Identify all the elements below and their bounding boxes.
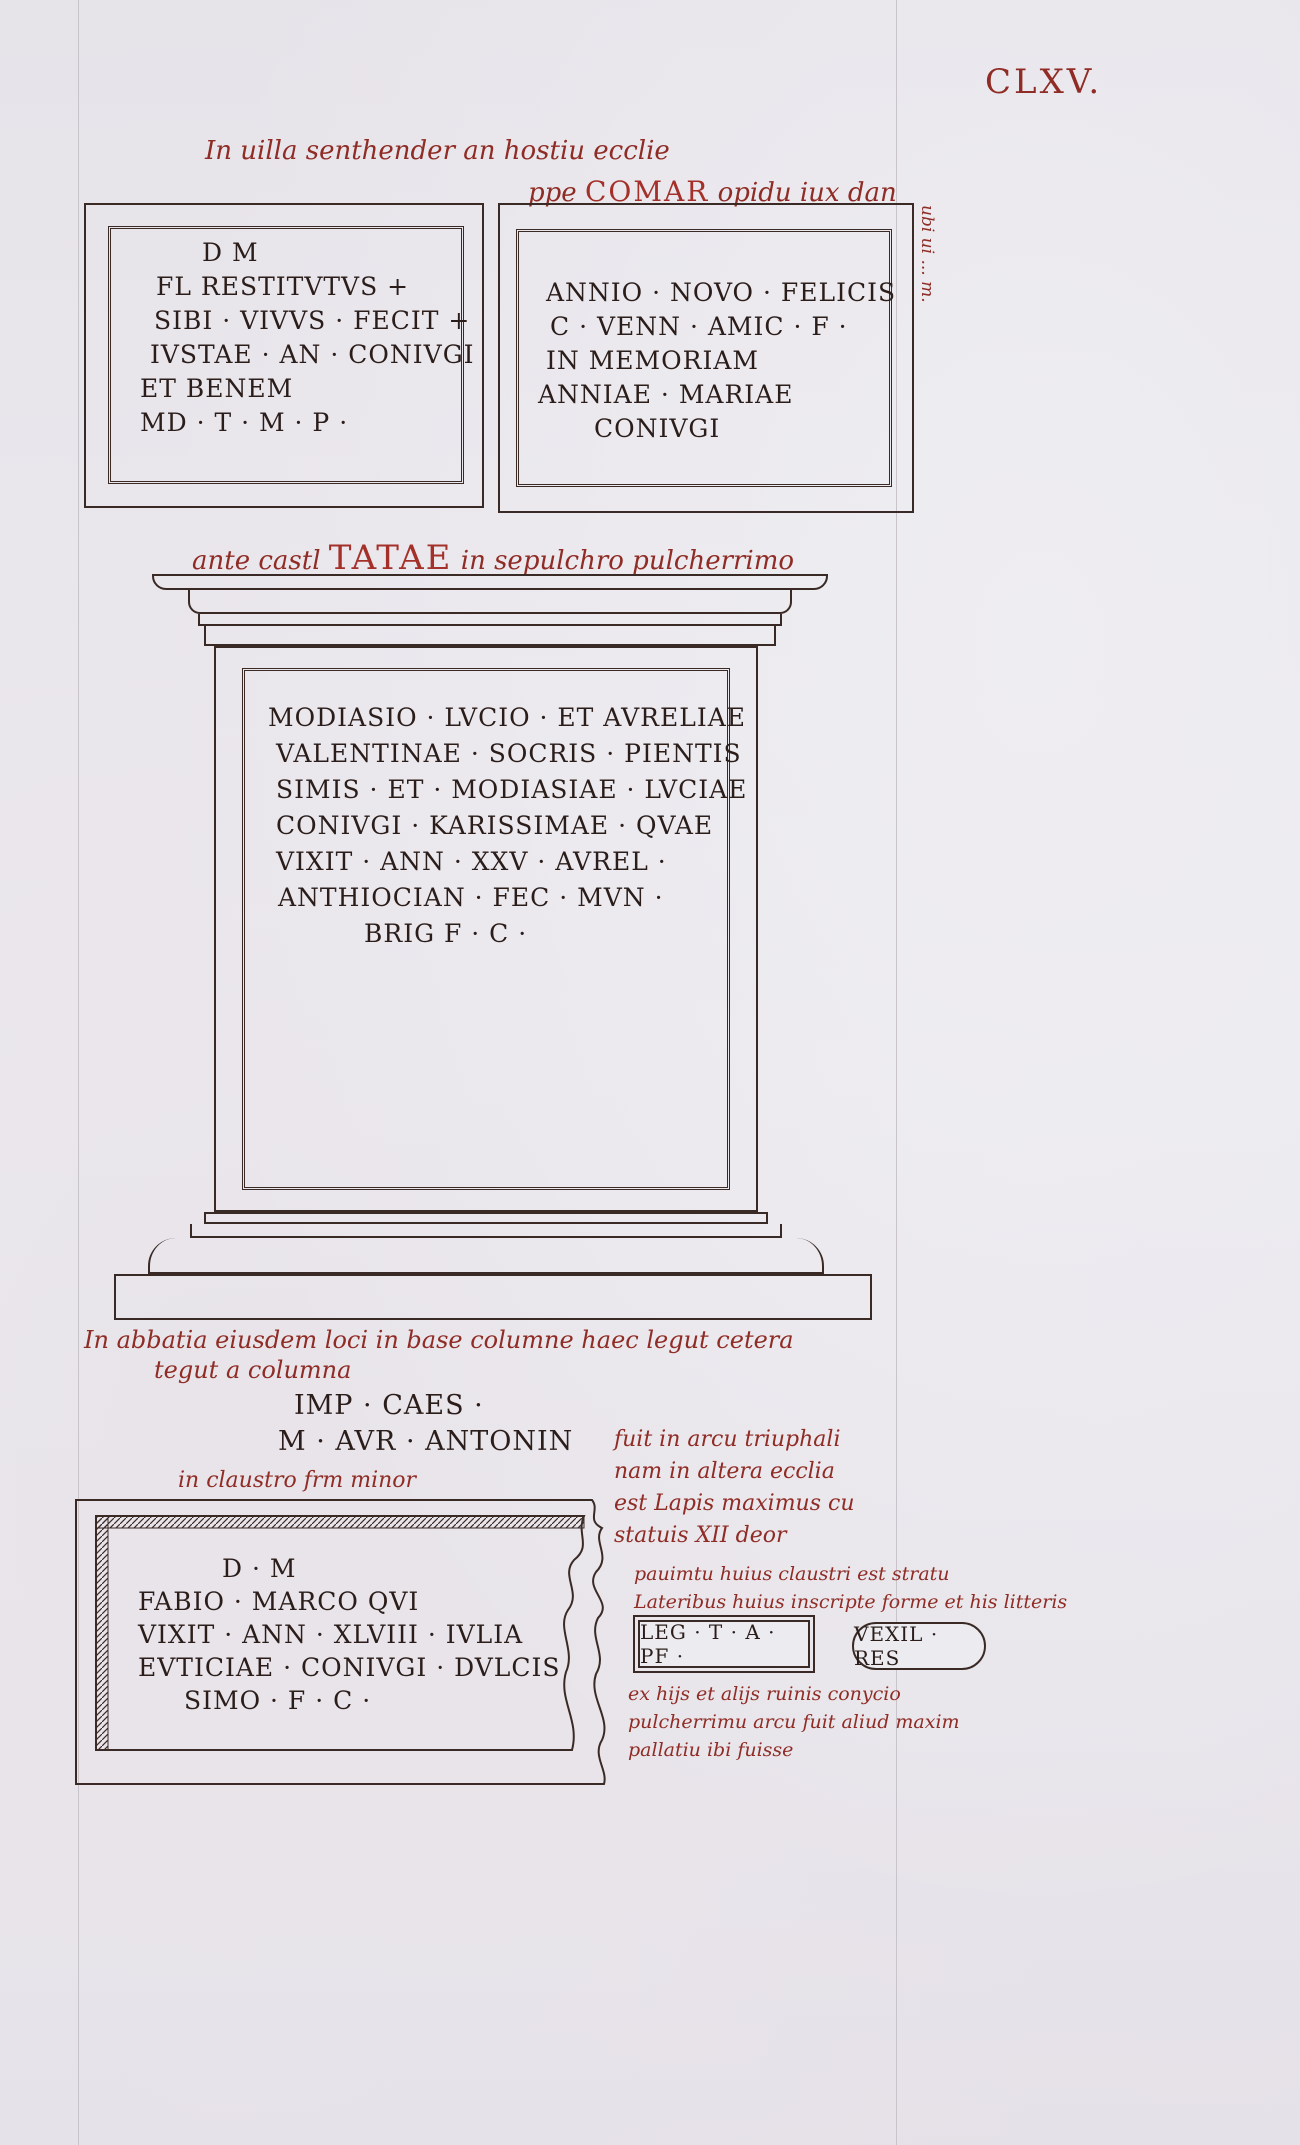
inscription-line: SIMO · F · C · bbox=[184, 1686, 372, 1715]
altar-panel bbox=[242, 668, 730, 1190]
note-line: Lateribus huius inscripte forme et his l… bbox=[634, 1591, 1068, 1613]
inscription-fabio: D · M FABIO · MARCO QVI VIXIT · ANN · XL… bbox=[138, 1552, 561, 1717]
altar-cornice-top bbox=[152, 574, 828, 590]
inscription-annio-panel bbox=[516, 229, 892, 487]
ruling-line-left bbox=[78, 0, 79, 2145]
inscription-line: CONIVGI bbox=[594, 414, 721, 443]
stamp-leg: LEG · T · A · PF · bbox=[633, 1615, 815, 1673]
note-comar-margin: ubi ui ... m. bbox=[917, 205, 937, 303]
altar-plinth bbox=[114, 1274, 872, 1320]
inscription-line: EVTICIAE · CONIVGI · DVLCIS bbox=[138, 1653, 561, 1682]
altar-base-step bbox=[148, 1238, 824, 1274]
altar-die bbox=[214, 646, 758, 1212]
note-line: est Lapis maximus cu bbox=[614, 1491, 855, 1516]
inscription-annio: ANNIO · NOVO · FELICIS C · VENN · AMIC ·… bbox=[538, 276, 896, 446]
note-abbatia-line2: tegut a columna bbox=[154, 1356, 352, 1384]
note-line: pallatiu ibi fuisse bbox=[628, 1739, 794, 1761]
inscription-line: SIBI · VIVVS · FECIT + bbox=[154, 306, 471, 335]
inscription-restitutus-frame bbox=[84, 203, 484, 508]
inscription-line: CONIVGI · KARISSIMAE · QVAE bbox=[276, 811, 714, 840]
inscription-line: BRIG F · C · bbox=[364, 919, 528, 948]
altar-cornice-band bbox=[204, 626, 776, 646]
note-tatae: ante castl TATAE in sepulchro pulcherrim… bbox=[192, 538, 794, 578]
inscription-line: ANNIO · NOVO · FELICIS bbox=[546, 278, 897, 307]
folio-number: CLXV. bbox=[985, 62, 1103, 102]
ruling-line-right bbox=[896, 0, 897, 2145]
inscription-line: D M bbox=[202, 238, 259, 267]
altar-base-step bbox=[190, 1224, 782, 1238]
inscription-line: VIXIT · ANN · XLVIII · IVLIA bbox=[138, 1620, 524, 1649]
inscription-line: ET BENEM bbox=[140, 374, 294, 403]
fragment-outline bbox=[75, 1499, 606, 1785]
note-ruinis: ex hijs et alijs ruinis conycio pulcherr… bbox=[628, 1680, 960, 1764]
note-line: nam in altera ecclia bbox=[614, 1459, 835, 1484]
altar-cornice-band bbox=[198, 614, 782, 626]
note-tatae-prefix: ante castl bbox=[192, 546, 321, 576]
inscription-line: FABIO · MARCO QVI bbox=[138, 1587, 420, 1616]
inscription-line: M · AVR · ANTONIN bbox=[278, 1426, 574, 1457]
inscription-line: IN MEMORIAM bbox=[546, 346, 759, 375]
note-tatae-suffix: in sepulchro pulcherrimo bbox=[460, 546, 795, 576]
note-claustro: in claustro frm minor bbox=[178, 1468, 417, 1493]
inscription-line: MD · T · M · P · bbox=[140, 408, 349, 437]
note-line: fuit in arcu triuphali bbox=[614, 1427, 841, 1452]
inscription-line: IVSTAE · AN · CONIVGI bbox=[150, 340, 475, 369]
inscription-line: MODIASIO · LVCIO · ET AVRELIAE bbox=[268, 703, 747, 732]
note-line: pulcherrimu arcu fuit aliud maxim bbox=[628, 1711, 960, 1733]
inscription-imp: IMP · CAES · M · AVR · ANTONIN bbox=[278, 1388, 573, 1460]
note-pauimenti: pauimtu huius claustri est stratu Lateri… bbox=[634, 1560, 1067, 1616]
note-line: statuis XII deor bbox=[614, 1523, 787, 1548]
note-villa: In uilla senthender an hostiu ecclie bbox=[205, 136, 670, 166]
altar-cornice-band bbox=[188, 590, 792, 614]
inscription-line: FL RESTITVTVS + bbox=[156, 272, 410, 301]
inscription-line: VIXIT · ANN · XXV · AVREL · bbox=[276, 847, 667, 876]
inscription-line: ANNIAE · MARIAE bbox=[538, 380, 794, 409]
inscription-restitutus-panel bbox=[108, 226, 464, 484]
inscription-restitutus: D M FL RESTITVTVS + SIBI · VIVVS · FECIT… bbox=[140, 236, 475, 440]
inscription-annio-frame bbox=[498, 203, 914, 513]
inscription-line: VALENTINAE · SOCRIS · PIENTIS bbox=[276, 739, 742, 768]
inscription-line: D · M bbox=[222, 1554, 297, 1583]
inscription-line: SIMIS · ET · MODIASIAE · LVCIAE bbox=[276, 775, 748, 804]
note-tatae-place: TATAE bbox=[328, 538, 453, 578]
note-line: pauimtu huius claustri est stratu bbox=[634, 1563, 950, 1585]
altar-base-step bbox=[204, 1212, 768, 1224]
inscription-line: C · VENN · AMIC · F · bbox=[550, 312, 848, 341]
note-abbatia-line1: In abbatia eiusdem loci in base columne … bbox=[84, 1326, 794, 1354]
inscription-line: ANTHIOCIAN · FEC · MVN · bbox=[278, 883, 664, 912]
note-arcu: fuit in arcu triuphali nam in altera ecc… bbox=[614, 1424, 855, 1552]
inscription-line: IMP · CAES · bbox=[294, 1390, 484, 1421]
note-line: ex hijs et alijs ruinis conycio bbox=[628, 1683, 901, 1705]
inscription-modiasio: MODIASIO · LVCIO · ET AVRELIAE VALENTINA… bbox=[268, 700, 747, 952]
stamp-vexil: VEXIL · RES bbox=[852, 1622, 986, 1670]
note-comar-place: COMAR bbox=[584, 175, 710, 208]
